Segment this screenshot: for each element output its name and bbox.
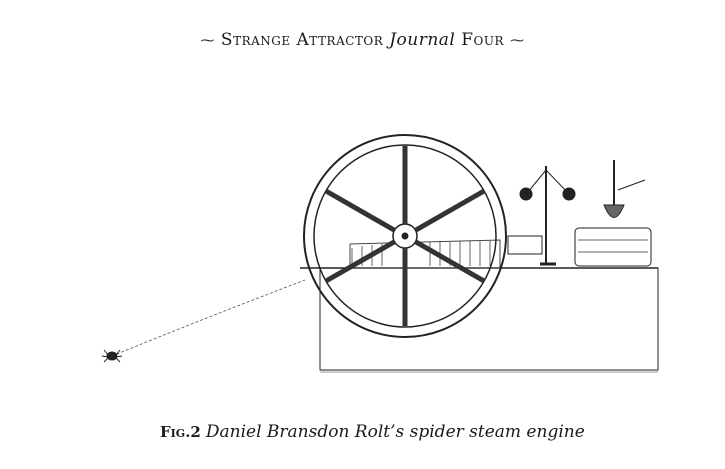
engine-base xyxy=(319,267,659,371)
governor xyxy=(519,166,576,266)
journal-word: Journal xyxy=(389,30,456,50)
spider-icon xyxy=(101,349,123,363)
running-header: ⁓ Strange Attractor Journal Four ⁓ xyxy=(0,30,725,50)
issue-number: Four xyxy=(461,30,505,50)
drive-box xyxy=(507,235,543,255)
journal-name: Strange Attractor xyxy=(220,30,384,50)
caption-text: Daniel Bransdon Rolt’s spider steam engi… xyxy=(205,422,585,442)
ornament-left-icon: ⁓ xyxy=(200,33,215,49)
spider-thread xyxy=(111,279,306,357)
boiler xyxy=(574,160,652,267)
flywheel xyxy=(303,134,507,338)
ornament-right-icon: ⁓ xyxy=(510,33,525,49)
figure-number: Fig.2 xyxy=(160,423,201,441)
